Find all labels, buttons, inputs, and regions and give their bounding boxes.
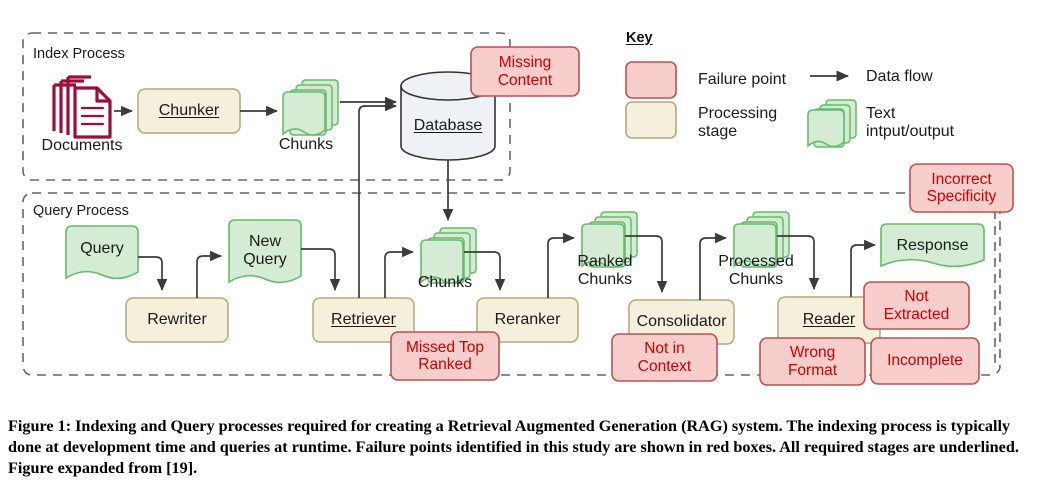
key-swatch-text-io	[807, 99, 857, 148]
failure-incorrect-specificity[interactable]	[909, 163, 1014, 213]
failure-missing-content[interactable]	[470, 46, 580, 97]
ranked-chunks-stack	[581, 211, 638, 268]
rewriter-box[interactable]	[125, 297, 229, 343]
key-swatch-failure-point	[625, 61, 677, 99]
figure-caption: Figure 1: Indexing and Query processes r…	[8, 417, 1019, 478]
reranker-box[interactable]	[476, 297, 579, 343]
index-chunks-stack	[282, 79, 339, 136]
response-shape[interactable]	[880, 223, 985, 268]
processed-chunks-stack	[733, 211, 790, 268]
failure-missed-top-ranked[interactable]	[390, 331, 500, 381]
query-chunks-stack	[420, 227, 477, 284]
failure-not-extracted[interactable]	[863, 281, 970, 330]
query-shape[interactable]	[65, 225, 139, 280]
retriever-box[interactable]	[312, 297, 415, 343]
index-process-container	[22, 32, 511, 181]
failure-wrong-format[interactable]	[759, 337, 866, 386]
new-query-shape[interactable]	[228, 219, 302, 284]
failure-incomplete[interactable]	[870, 337, 980, 385]
chunker-box[interactable]	[137, 88, 241, 134]
documents-icon	[52, 75, 112, 139]
query-arrows	[138, 100, 876, 300]
failure-not-in-context[interactable]	[611, 333, 718, 382]
key-swatch-processing-stage	[625, 101, 677, 139]
